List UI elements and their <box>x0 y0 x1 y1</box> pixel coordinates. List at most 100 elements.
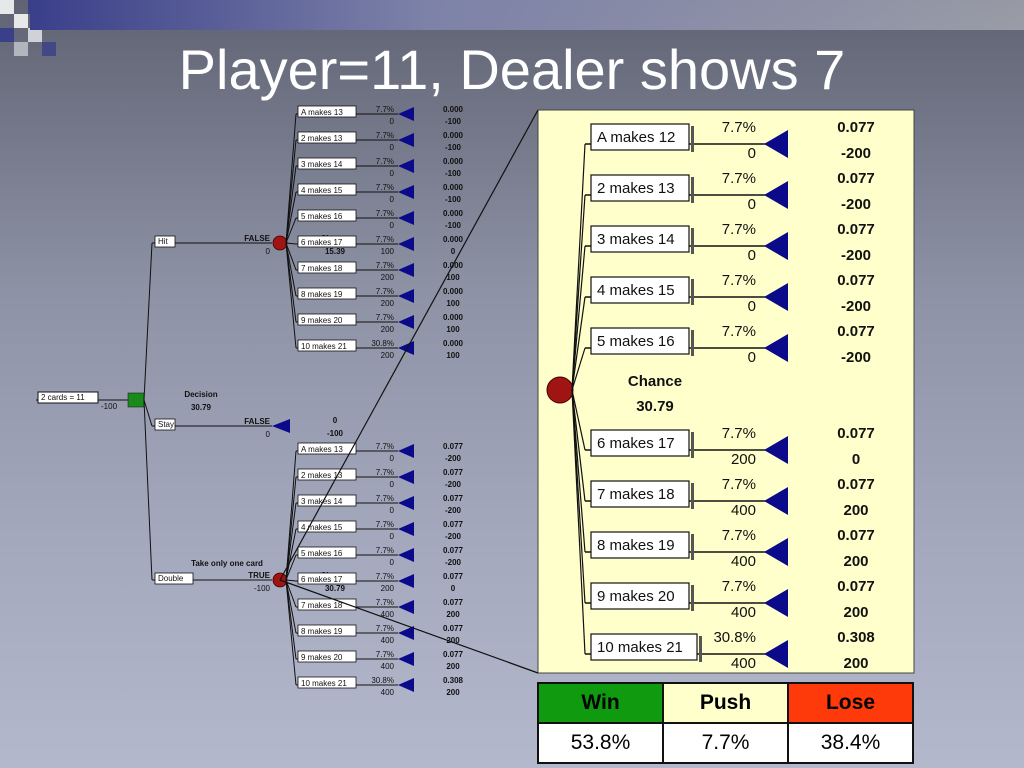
double-outcome-label: 10 makes 21 <box>301 679 347 688</box>
hit-outcome-box <box>297 183 357 196</box>
zoom-terminal-node <box>764 334 788 362</box>
zoom-outcome-label: 5 makes 16 <box>597 333 675 350</box>
zoom-outcome-box <box>590 429 690 457</box>
zoom-outcome-prob: 30.8% <box>713 629 756 646</box>
zoom-outcome-label: 4 makes 15 <box>597 282 675 299</box>
double-outcome-branch <box>285 476 297 581</box>
hit-outcome-payoff: 0 <box>390 117 395 126</box>
hit-outcome-payoff: 200 <box>381 325 395 334</box>
double-outcome-prob: 7.7% <box>376 572 394 581</box>
zoom-outcome-branch <box>571 296 586 391</box>
double-outcome-label: 6 makes 17 <box>301 575 343 584</box>
hit-connector <box>143 242 153 401</box>
decision-node <box>127 392 145 408</box>
slide-title: Player=11, Dealer shows 7 <box>178 38 846 101</box>
zoom-outcome-prob: 7.7% <box>722 221 756 238</box>
hit-outcome-prob: 7.7% <box>376 183 394 192</box>
zoom-outcome-v: -200 <box>841 247 871 264</box>
double-outcome-p: 0.077 <box>443 624 464 633</box>
hit-outcome-v: -100 <box>445 143 462 152</box>
zoom-outcome-prob: 7.7% <box>722 476 756 493</box>
hit-terminal-node <box>398 289 414 303</box>
hit-outcome-prob: 7.7% <box>376 209 394 218</box>
double-outcome-p: 0.308 <box>443 676 464 685</box>
zoom-outcome-p: 0.077 <box>837 323 875 340</box>
hit-terminal-node <box>398 211 414 225</box>
double-outcome-p: 0.077 <box>443 546 464 555</box>
hit-outcome-prob: 7.7% <box>376 287 394 296</box>
zoom-outcome-v: -200 <box>841 145 871 162</box>
hit-label: Hit <box>158 237 169 246</box>
zoom-outcome-box-shadow <box>691 279 694 305</box>
hit-outcome-v: -100 <box>445 169 462 178</box>
zoom-connector-bottom <box>279 579 539 674</box>
double-terminal-node <box>398 522 414 536</box>
push-value: 7.7% <box>662 722 789 764</box>
double-outcome-label: 5 makes 16 <box>301 549 343 558</box>
hit-outcome-branch <box>285 242 297 245</box>
double-outcome-box <box>297 676 357 689</box>
hit-outcome-box <box>297 157 357 170</box>
hit-outcome-p: 0.000 <box>443 183 464 192</box>
hit-terminal-node <box>398 341 414 355</box>
hit-outcome-v: 0 <box>451 247 456 256</box>
zoom-outcome-p: 0.077 <box>837 119 875 136</box>
hit-outcome-label: 3 makes 14 <box>301 160 343 169</box>
zoom-outcome-box <box>590 327 690 355</box>
hit-outcome-label: 2 makes 13 <box>301 134 343 143</box>
zoom-connector-top <box>279 109 539 581</box>
zoom-outcome-payoff: 0 <box>748 247 756 264</box>
double-outcome-box <box>297 572 357 585</box>
double-outcome-p: 0.077 <box>443 494 464 503</box>
double-chance-value: 30.79 <box>325 584 346 593</box>
stay-probability: 0 <box>333 416 338 425</box>
hit-outcome-v: 100 <box>446 325 460 334</box>
root-label-box <box>37 391 99 404</box>
hit-outcome-prob: 7.7% <box>376 131 394 140</box>
zoom-outcome-p: 0.077 <box>837 578 875 595</box>
double-outcome-box <box>297 624 357 637</box>
decision-label: Decision <box>184 390 217 399</box>
stay-label-box <box>154 418 176 431</box>
hit-outcome-branch <box>285 242 297 297</box>
hit-terminal-node <box>398 263 414 277</box>
zoom-outcome-box <box>590 480 690 508</box>
double-outcome-branch <box>285 579 297 582</box>
zoom-outcome-box <box>590 633 698 661</box>
double-payoff: -100 <box>254 584 271 593</box>
double-outcome-box <box>297 442 357 455</box>
hit-outcome-v: -100 <box>445 195 462 204</box>
double-outcome-v: 200 <box>446 688 460 697</box>
double-outcome-prob: 7.7% <box>376 624 394 633</box>
double-outcome-v: 200 <box>446 662 460 671</box>
zoom-outcome-box-shadow <box>691 177 694 203</box>
hit-outcome-branch <box>285 191 297 244</box>
hit-outcome-prob: 7.7% <box>376 157 394 166</box>
double-terminal-node <box>398 678 414 692</box>
title-bar <box>30 0 1024 30</box>
double-outcome-p: 0.077 <box>443 520 464 529</box>
zoom-outcome-v: 200 <box>843 502 868 519</box>
stay-value: -100 <box>327 429 344 438</box>
hit-outcome-v: -100 <box>445 221 462 230</box>
zoom-outcome-box-shadow <box>691 483 694 509</box>
hit-outcome-payoff: 100 <box>381 247 395 256</box>
double-outcome-payoff: 400 <box>381 688 395 697</box>
hit-outcome-p: 0.000 <box>443 209 464 218</box>
zoom-outcome-payoff: 0 <box>748 196 756 213</box>
double-connector <box>143 399 153 581</box>
hit-outcome-p: 0.000 <box>443 157 464 166</box>
zoom-outcome-box-shadow <box>691 330 694 356</box>
double-outcome-p: 0.077 <box>443 572 464 581</box>
hit-outcome-prob: 7.7% <box>376 261 394 270</box>
double-outcome-prob: 7.7% <box>376 468 394 477</box>
double-outcome-payoff: 0 <box>390 558 395 567</box>
hit-outcome-v: -100 <box>445 117 462 126</box>
zoom-outcome-label: A makes 12 <box>597 129 675 146</box>
hit-outcome-box <box>297 235 357 248</box>
zoom-terminal-node <box>764 130 788 158</box>
hit-outcome-v: 100 <box>446 299 460 308</box>
hit-payoff: 0 <box>266 247 271 256</box>
double-outcome-p: 0.077 <box>443 650 464 659</box>
